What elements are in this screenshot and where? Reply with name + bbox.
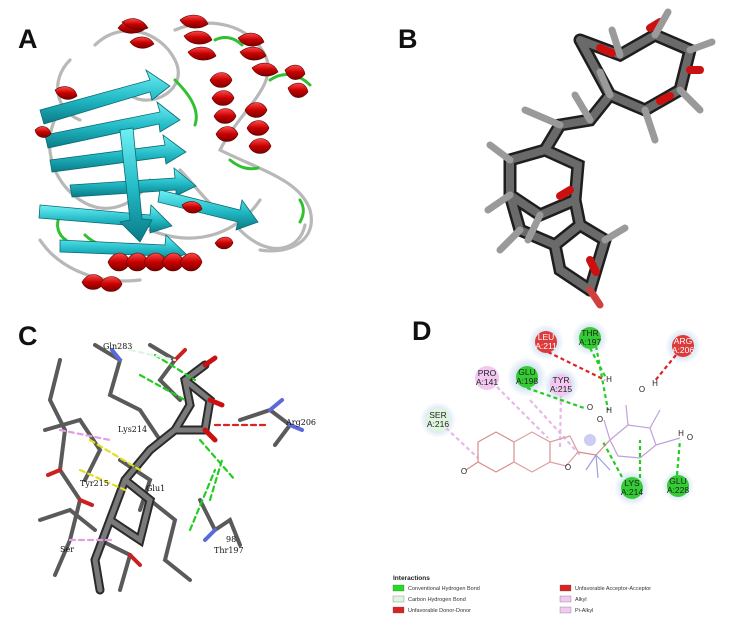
svg-text:A:215: A:215 <box>550 384 572 394</box>
pi-center <box>584 434 596 446</box>
svg-text:LYS: LYS <box>624 478 640 488</box>
svg-text:SER: SER <box>429 410 446 420</box>
residue-disc-thr197: THR A:197 <box>579 327 601 349</box>
svg-text:A:206: A:206 <box>672 345 694 355</box>
pocket-ligand <box>90 355 225 595</box>
panel-letter-d: D <box>412 316 432 346</box>
legend-item: Unfavorable Donor-Donor <box>392 606 471 614</box>
svg-text:A:214: A:214 <box>621 487 643 497</box>
panel-letter-a: A <box>18 24 38 54</box>
atom-h-label: H <box>678 429 684 438</box>
svg-text:Conventional Hydrogen Bond: Conventional Hydrogen Bond <box>408 586 480 592</box>
svg-text:PRO: PRO <box>478 368 497 378</box>
protein-helices <box>34 14 309 292</box>
svg-text:A:197: A:197 <box>579 337 601 347</box>
svg-text:Unfavorable Acceptor-Acceptor: Unfavorable Acceptor-Acceptor <box>575 586 651 592</box>
residue-disc-leu211: LEU A:211 <box>535 331 557 353</box>
residue-label-glu1: Glu1 <box>146 484 165 493</box>
residue-disc-tyr215: TYR A:215 <box>550 374 572 396</box>
pocket-residues <box>38 343 293 592</box>
residue-label-ser: Ser <box>60 545 74 554</box>
svg-text:GLU: GLU <box>518 367 535 377</box>
legend-item: Conventional Hydrogen Bond <box>392 584 480 592</box>
residue-disc-arg206: ARG A:206 <box>672 335 694 357</box>
residue-disc-glu228: GLU A:228 <box>667 475 689 497</box>
svg-text:TYR: TYR <box>553 375 570 385</box>
panel-letter-c: C <box>18 321 38 351</box>
panel-a: A <box>18 14 313 292</box>
svg-text:Pi-Alkyl: Pi-Alkyl <box>575 608 593 614</box>
pocket-hbonds <box>58 348 267 542</box>
legend-item: Unfavorable Acceptor-Acceptor <box>559 584 651 592</box>
ligand-3d-model <box>484 8 716 309</box>
atom-o-label: O <box>587 403 593 412</box>
atom-o-label: O <box>597 415 603 424</box>
residue-disc-pro141: PRO A:141 <box>475 366 499 390</box>
svg-text:ARG: ARG <box>674 336 692 346</box>
interaction-lines <box>445 345 682 478</box>
residue-label-lys214: Lys214 <box>118 425 147 434</box>
residue-label-thr197: Thr197 <box>214 546 244 555</box>
legend-item: Pi-Alkyl <box>559 606 593 614</box>
panel-d: D <box>392 316 701 614</box>
residue-disc-ser216: SER A:216 <box>426 408 450 432</box>
legend-title: Interactions <box>393 575 430 582</box>
panel-b: B <box>398 8 716 309</box>
svg-text:THR: THR <box>581 328 598 338</box>
svg-text:A:198: A:198 <box>516 376 538 386</box>
ligand-2d-structure <box>465 404 681 479</box>
atom-h-label: H <box>606 406 612 415</box>
panel-letter-b: B <box>398 24 418 54</box>
residue-label-98: 98 <box>226 535 236 544</box>
atom-o-label: O <box>639 385 645 394</box>
svg-text:Alkyl: Alkyl <box>575 597 587 603</box>
residue-disc-lys214: LYS A:214 <box>621 477 643 499</box>
svg-text:A:228: A:228 <box>667 485 689 495</box>
svg-text:Carbon Hydrogen Bond: Carbon Hydrogen Bond <box>408 597 466 603</box>
svg-text:LEU: LEU <box>538 332 555 342</box>
atom-labels: H H H H O O O O O O <box>461 375 693 476</box>
legend-item: Alkyl <box>559 595 587 603</box>
pocket-residues-hetero <box>46 348 304 567</box>
svg-text:Unfavorable Donor-Donor: Unfavorable Donor-Donor <box>408 608 471 614</box>
residue-disc-glu198: GLU A:198 <box>516 366 538 388</box>
residue-label-arg206: Arg206 <box>285 418 316 427</box>
atom-o-label: O <box>461 467 467 476</box>
interactions-legend: Interactions Conventional Hydrogen Bond … <box>392 575 651 614</box>
atom-h-label: H <box>606 375 612 384</box>
svg-text:A:141: A:141 <box>476 377 498 387</box>
svg-text:A:211: A:211 <box>535 341 557 351</box>
residue-label-tyr215: Tyr215 <box>80 479 109 488</box>
atom-o-label: O <box>565 463 571 472</box>
legend-item: Carbon Hydrogen Bond <box>392 595 466 603</box>
panel-c: Gln283 Arg206 Lys214 Tyr215 Glu1 Ser Thr… <box>18 321 316 595</box>
atom-o-label: O <box>687 433 693 442</box>
atom-h-label: H <box>652 379 658 388</box>
svg-text:GLU: GLU <box>669 476 686 486</box>
svg-text:A:216: A:216 <box>427 419 449 429</box>
residue-label-gln283: Gln283 <box>103 342 132 351</box>
